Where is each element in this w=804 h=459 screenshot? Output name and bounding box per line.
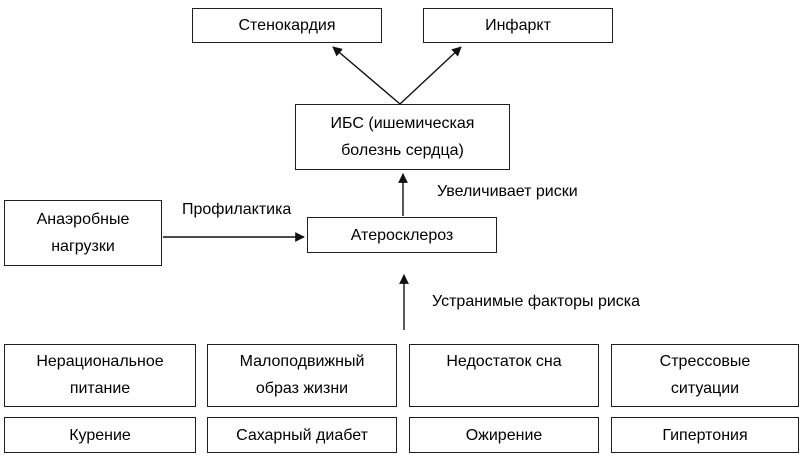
arrow-ibs-to-infarction — [399, 46, 462, 105]
node-sedentary-lifestyle: Малоподвижный образ жизни — [207, 344, 397, 407]
node-hypertension: Гипертония — [611, 417, 799, 453]
node-lack-of-sleep: Недостаток сна — [409, 344, 599, 407]
node-obesity: Ожирение — [409, 417, 599, 453]
node-atherosclerosis: Атеросклероз — [307, 217, 497, 253]
arrow-ibs-to-angina — [332, 46, 401, 105]
edge-label-prophylaxis: Профилактика — [182, 201, 292, 218]
node-infarction: Инфаркт — [423, 8, 613, 43]
node-smoking: Курение — [4, 417, 196, 453]
node-angina: Стенокардия — [192, 8, 382, 43]
node-ibs: ИБС (ишемическая болезнь сердца) — [295, 104, 510, 170]
node-diabetes: Сахарный диабет — [207, 417, 397, 453]
node-anaerobic-exercise: Анаэробные нагрузки — [4, 200, 162, 266]
node-irrational-nutrition: Нерациональное питание — [4, 344, 196, 407]
edge-label-increases-risks: Увеличивает риски — [437, 183, 578, 200]
node-stress-situations: Стрессовые ситуации — [611, 344, 799, 407]
edge-label-removable-risk-factors: Устранимые факторы риска — [432, 293, 641, 310]
